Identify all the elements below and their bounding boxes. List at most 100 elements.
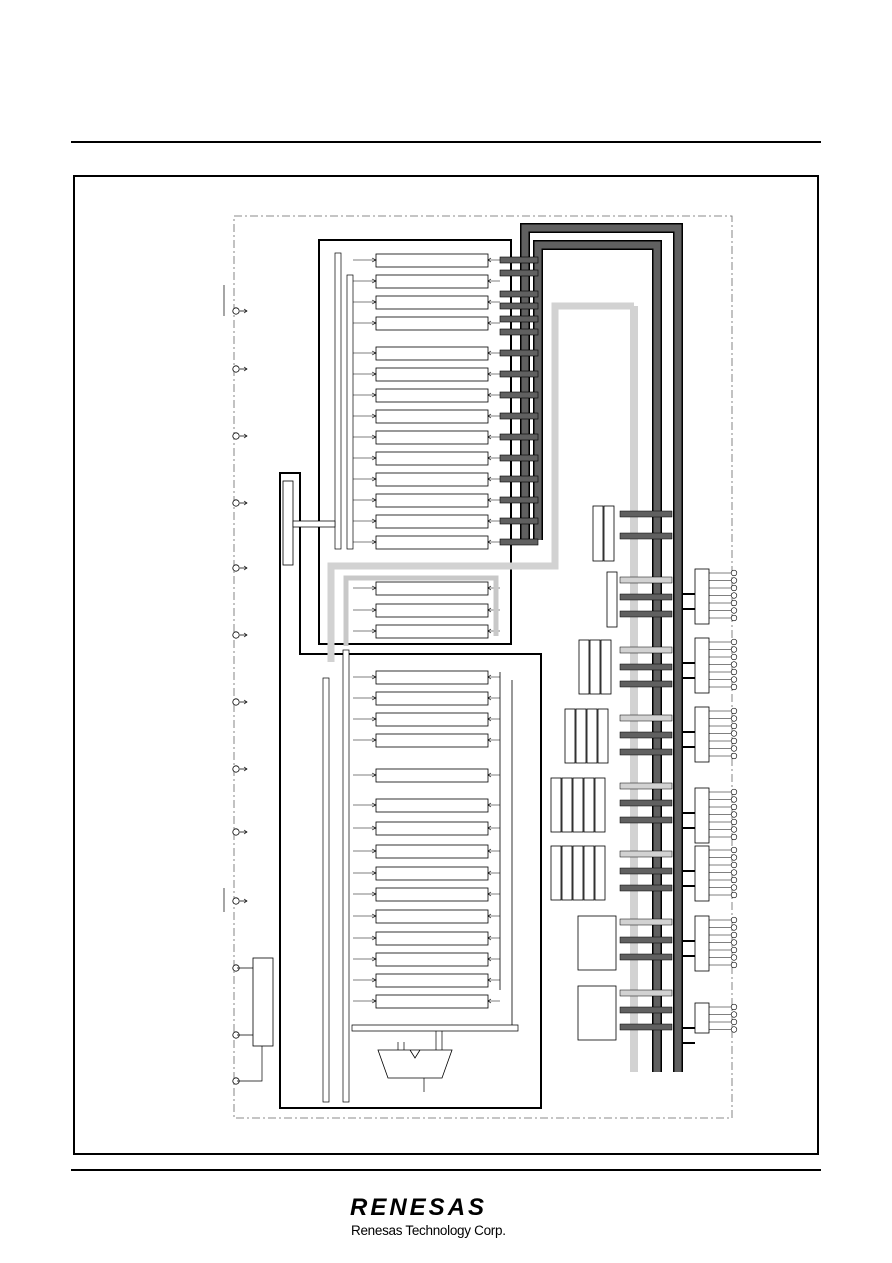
- top-rule: [71, 141, 821, 143]
- port-pin: [730, 931, 738, 939]
- peripheral-register: [589, 639, 601, 695]
- peripheral-register: [594, 777, 606, 833]
- peripheral-register: [603, 505, 615, 562]
- bus-tap: [619, 532, 673, 540]
- bus-ladder: [499, 256, 539, 546]
- light-data-bus: [327, 302, 634, 662]
- port-pin: [730, 818, 738, 826]
- internal-bus-b: [346, 274, 354, 550]
- port-pin: [730, 891, 738, 899]
- port-pin: [730, 961, 738, 969]
- port-pin: [730, 1003, 738, 1011]
- peripheral-register: [550, 777, 562, 833]
- port-pin: [730, 826, 738, 833]
- internal-interface-block: [282, 480, 294, 566]
- bus-tap: [619, 680, 673, 688]
- bus-link: [499, 256, 539, 264]
- port-pin: [730, 715, 738, 722]
- middle-register-rows: [353, 581, 500, 639]
- bus-tap: [619, 799, 673, 807]
- register-row: [375, 316, 489, 331]
- bus-tap: [619, 510, 673, 518]
- port-register: [694, 637, 710, 694]
- bus-tap: [619, 816, 673, 824]
- bus-tap: [619, 663, 673, 671]
- register-row: [375, 346, 489, 361]
- bus-link: [499, 454, 539, 462]
- chip-boundary: [233, 215, 733, 1119]
- register-row: [375, 472, 489, 487]
- bus-link: [499, 315, 539, 323]
- bus-tap: [619, 953, 673, 961]
- renesas-logo: RENESAS Renesas Technology Corp.: [350, 1194, 544, 1242]
- bus-tap: [619, 1023, 673, 1031]
- register-row: [375, 388, 489, 403]
- register-row: [375, 712, 489, 727]
- port-pin: [730, 614, 738, 622]
- register-row: [375, 603, 489, 618]
- register-row: [375, 430, 489, 445]
- pin: [232, 698, 240, 706]
- port-pin: [730, 916, 738, 924]
- pin: [232, 432, 240, 440]
- bus-tap: [619, 593, 673, 601]
- bus-link: [499, 475, 539, 483]
- port-pin: [730, 599, 738, 607]
- bus-link: [499, 517, 539, 525]
- bus-tap: [619, 1006, 673, 1014]
- bus-tap: [619, 782, 673, 790]
- peripheral-register: [594, 845, 606, 901]
- peripheral-register: [578, 639, 590, 695]
- port-pin: [730, 833, 738, 841]
- peripheral-register: [592, 505, 604, 562]
- port-pin: [730, 811, 738, 818]
- port-pin: [730, 722, 738, 730]
- bus-link: [499, 370, 539, 378]
- pin: [232, 897, 240, 905]
- bus-tap: [619, 867, 673, 875]
- upper-register-block: [318, 239, 512, 645]
- internal-bus-d: [342, 649, 350, 1103]
- port-register: [694, 915, 710, 972]
- bus-link: [499, 328, 539, 336]
- logo-wordmark: RENESAS: [350, 1194, 488, 1221]
- bus-tap: [619, 714, 673, 722]
- register-row: [375, 909, 489, 924]
- port-pin: [730, 730, 738, 737]
- bus-link: [499, 496, 539, 504]
- peripheral-register: [572, 845, 584, 901]
- register-row: [375, 691, 489, 706]
- port-pin: [730, 569, 738, 577]
- port-pin: [730, 846, 738, 854]
- peripheral-register: [550, 845, 562, 901]
- bus-tap: [619, 731, 673, 739]
- register-row: [375, 798, 489, 813]
- port-pin: [730, 796, 738, 803]
- bus-link: [499, 302, 539, 310]
- bus-link: [499, 538, 539, 546]
- register-row: [375, 493, 489, 508]
- register-row: [375, 931, 489, 946]
- upper-register-rows: [353, 253, 500, 550]
- company-name: Renesas Technology Corp.: [351, 1223, 506, 1238]
- port-pin: [730, 788, 738, 796]
- peripheral-register: [561, 777, 573, 833]
- peripheral-register: [564, 708, 576, 764]
- port-pin: [730, 1018, 738, 1026]
- port-pin: [730, 1011, 738, 1018]
- register-row: [375, 866, 489, 881]
- clock-generator: [252, 957, 274, 1047]
- bus-tap: [619, 610, 673, 618]
- port-pin: [730, 752, 738, 760]
- pin: [232, 499, 240, 507]
- port-pin: [730, 661, 738, 668]
- port-pin: [730, 939, 738, 946]
- peripheral-modules: [550, 505, 738, 1044]
- register-row: [375, 973, 489, 988]
- port-pin: [730, 803, 738, 811]
- port-pin: [730, 861, 738, 869]
- register-row: [375, 844, 489, 859]
- bus-tap: [619, 936, 673, 944]
- peripheral-register: [597, 708, 609, 764]
